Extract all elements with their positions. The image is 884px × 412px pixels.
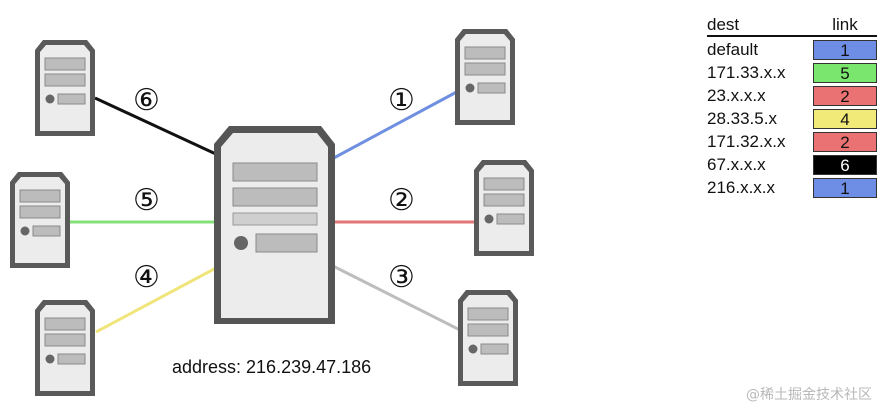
- link-1-label: ①: [388, 83, 415, 118]
- link-1-line: [329, 86, 465, 162]
- server-6-icon: [34, 39, 96, 137]
- link-6-label: ⑥: [133, 83, 160, 118]
- routing-table-header: dest link: [707, 15, 877, 34]
- route-link: 5: [813, 62, 877, 83]
- route-link: 1: [813, 39, 877, 60]
- route-dest: 23.x.x.x: [707, 85, 766, 105]
- server-2-icon: [473, 159, 535, 257]
- server-3-icon: [457, 289, 519, 387]
- routing-table-row: 23.x.x.x 2: [707, 84, 877, 107]
- route-link: 4: [813, 108, 877, 129]
- route-link: 1: [813, 177, 877, 198]
- routing-table-row: 216.x.x.x 1: [707, 176, 877, 199]
- routing-table-row: default 1: [707, 38, 877, 61]
- server-5-icon: [9, 171, 71, 269]
- route-dest: 67.x.x.x: [707, 154, 766, 174]
- link-3-label: ③: [388, 260, 415, 295]
- router-address: address: 216.239.47.186: [172, 357, 371, 377]
- link-4-label: ④: [133, 260, 160, 295]
- dest-header: dest: [707, 15, 740, 34]
- route-dest: 171.32.x.x: [707, 131, 786, 151]
- link-header: link: [832, 15, 858, 34]
- route-dest: default: [707, 39, 759, 59]
- link-5-label: ⑤: [133, 183, 160, 218]
- route-dest: 28.33.5.x: [707, 108, 777, 128]
- route-link: 2: [813, 85, 877, 106]
- server-1-icon: [454, 28, 516, 126]
- header-divider: [707, 35, 877, 37]
- routing-table-row: 171.33.x.x 5: [707, 61, 877, 84]
- watermark: @稀土掘金技术社区: [746, 387, 872, 403]
- server-4-icon: [34, 299, 96, 397]
- link-3-line: [332, 264, 461, 332]
- route-link: 2: [813, 131, 877, 152]
- link-2-label: ②: [388, 183, 415, 218]
- routing-table-row: 28.33.5.x 4: [707, 107, 877, 130]
- routing-table-row: 67.x.x.x 6: [707, 153, 877, 176]
- routing-table-row: 171.32.x.x 2: [707, 130, 877, 153]
- route-dest: 171.33.x.x: [707, 62, 786, 82]
- router-server-icon: [214, 126, 335, 324]
- route-dest: 216.x.x.x: [707, 177, 776, 197]
- link-6-line: [94, 96, 219, 157]
- link-4-line: [95, 266, 217, 334]
- route-link: 6: [813, 154, 877, 175]
